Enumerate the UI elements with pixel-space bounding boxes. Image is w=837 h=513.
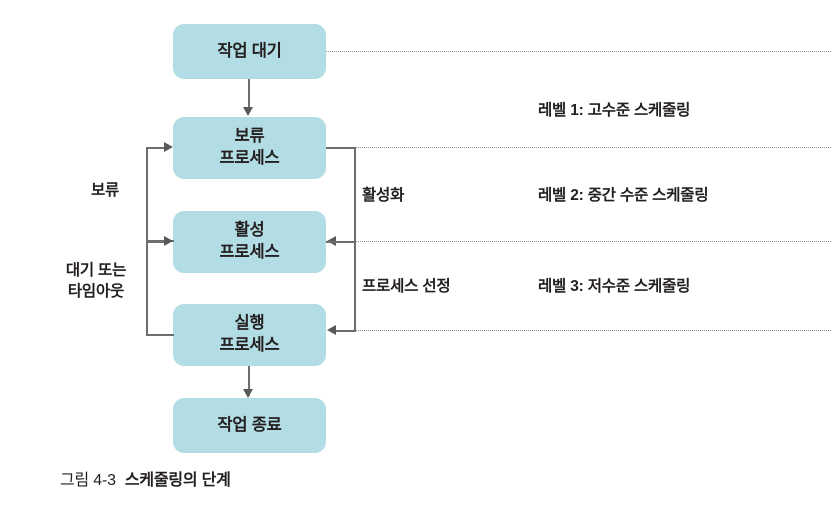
arrow-hold-head: [164, 142, 173, 152]
edge-activate-vertical-segment: [354, 147, 356, 241]
edge-select-vertical-segment: [354, 241, 356, 331]
level-separator-4: [356, 330, 831, 331]
edge-hold-vertical-segment: [146, 147, 148, 241]
level-separator-3: [326, 241, 831, 242]
node-running-process[interactable]: 실행 프로세스: [173, 304, 326, 366]
node-job-end[interactable]: 작업 종료: [173, 398, 326, 453]
level-label-3: 레벨 3: 저수준 스케줄링: [538, 278, 691, 295]
edge-label-activate: 활성화: [362, 187, 405, 204]
node-pending-process-label: 보류 프로세스: [219, 127, 280, 167]
level-separator-1: [326, 51, 831, 52]
edge-wait-vertical-segment: [146, 241, 148, 335]
node-active-process[interactable]: 활성 프로세스: [173, 211, 326, 273]
edge-jobwait-to-pending: [248, 79, 250, 109]
level-label-2: 레벨 2: 중간 수준 스케줄링: [538, 187, 709, 204]
arrow-select-head: [327, 325, 336, 335]
level-separator-2: [356, 147, 831, 148]
edge-hold-bottom-segment: [146, 240, 174, 242]
edge-label-process-select: 프로세스 선정: [362, 278, 451, 295]
edge-wait-bottom-segment: [146, 334, 174, 336]
arrow-running-to-jobend-head: [243, 389, 253, 398]
edge-activate-top-segment: [326, 147, 356, 149]
level-label-1: 레벨 1: 고수준 스케줄링: [538, 102, 691, 119]
node-pending-process[interactable]: 보류 프로세스: [173, 117, 326, 179]
figure-caption: 그림 4-3 스케줄링의 단계: [60, 466, 231, 490]
edge-wait-top-segment: [146, 241, 166, 243]
edge-label-hold: 보류: [90, 182, 120, 199]
node-active-process-label: 활성 프로세스: [219, 221, 280, 261]
arrow-jobwait-to-pending-head: [243, 107, 253, 116]
edge-running-to-jobend: [248, 366, 250, 396]
arrow-wait-head: [164, 236, 173, 246]
node-job-wait[interactable]: 작업 대기: [173, 24, 326, 79]
edge-hold-top-segment: [146, 147, 166, 149]
edge-select-top-segment: [326, 241, 356, 243]
edge-label-wait-or-timeout: 대기 또는 타임아웃: [65, 262, 127, 300]
figure-caption-number: 그림 4-3: [60, 472, 116, 489]
node-job-end-label: 작업 종료: [217, 415, 282, 434]
figure-caption-title: 스케줄링의 단계: [124, 472, 231, 489]
node-running-process-label: 실행 프로세스: [219, 314, 280, 354]
node-job-wait-label: 작업 대기: [217, 41, 282, 60]
edge-select-bottom-segment: [336, 330, 356, 332]
